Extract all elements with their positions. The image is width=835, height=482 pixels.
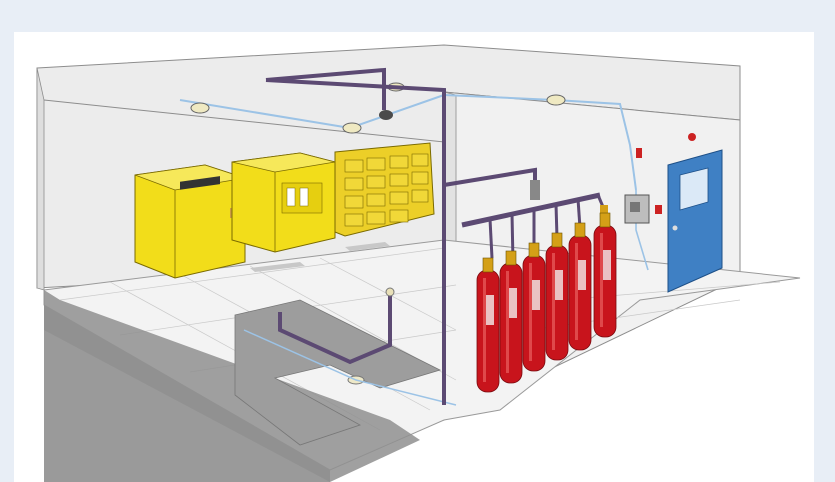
cylinder-4 <box>546 233 568 360</box>
left-wall <box>37 68 44 290</box>
strobe-light <box>636 148 642 158</box>
server-cabinet-middle <box>232 153 335 252</box>
cylinder-6 <box>594 213 616 337</box>
cylinder-5 <box>569 223 591 350</box>
control-panel-window <box>630 202 640 212</box>
server-cabinet-left <box>135 165 245 278</box>
alarm-bell <box>688 133 696 141</box>
cylinder-3 <box>523 243 545 371</box>
door-handle <box>673 226 678 231</box>
underfloor-nozzle <box>386 288 394 296</box>
manual-release-station <box>655 205 662 214</box>
cylinder-1 <box>477 258 499 392</box>
cylinder-2 <box>500 251 522 383</box>
